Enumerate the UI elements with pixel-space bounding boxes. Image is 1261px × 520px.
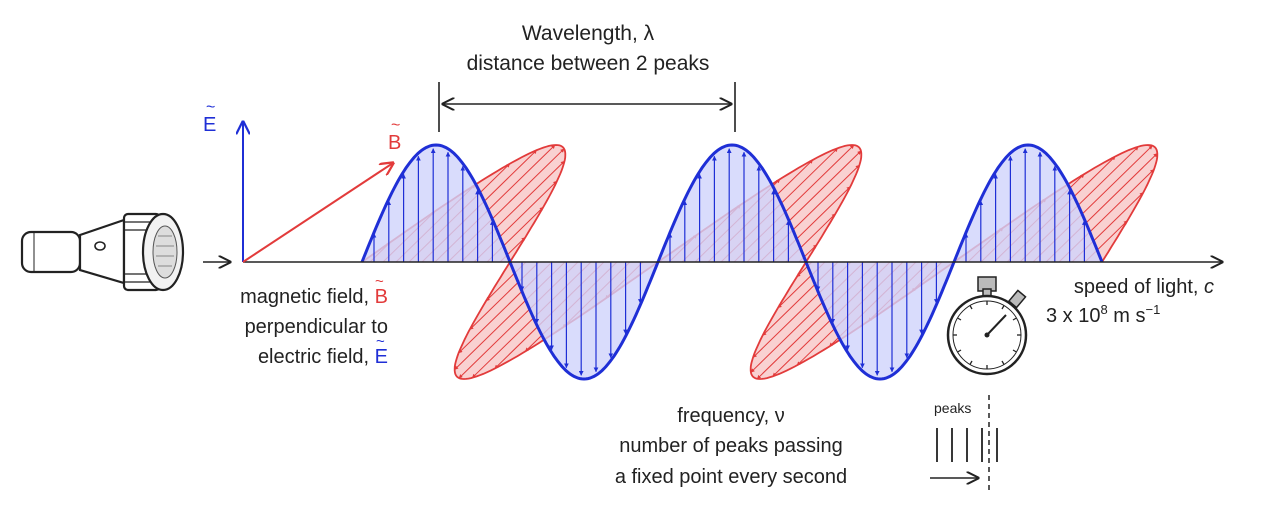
e-axis-tilde: ~ <box>206 99 215 116</box>
peaks-illustration: peaks <box>930 395 998 490</box>
stopwatch-icon <box>946 276 1028 376</box>
wavelength-description: distance between 2 peaks <box>467 52 710 75</box>
frequency-line3: a fixed point every second <box>615 466 847 488</box>
speed-label-line1: speed of light, c <box>1074 276 1214 298</box>
magnetic-label-line1: magnetic field, B <box>240 286 388 308</box>
b-axis-tilde: ~ <box>391 117 400 134</box>
wavelength-title: Wavelength, λ <box>522 22 655 45</box>
speed-label-line2: 3 x 108 m s−1 <box>1046 302 1160 327</box>
frequency-line2: number of peaks passing <box>619 435 842 457</box>
flashlight-icon <box>20 212 185 292</box>
e-axis-label: E <box>203 114 216 136</box>
magnetic-label-line2: perpendicular to <box>245 316 388 338</box>
b-axis-label: B <box>388 132 401 154</box>
b-axis <box>242 163 393 263</box>
magnetic-label-line3: electric field, E <box>258 346 388 368</box>
magnetic-label-tilde: ~ <box>375 273 384 290</box>
frequency-title: frequency, ν <box>677 405 784 427</box>
electric-label-tilde: ~ <box>376 333 385 350</box>
peaks-label: peaks <box>934 400 971 416</box>
